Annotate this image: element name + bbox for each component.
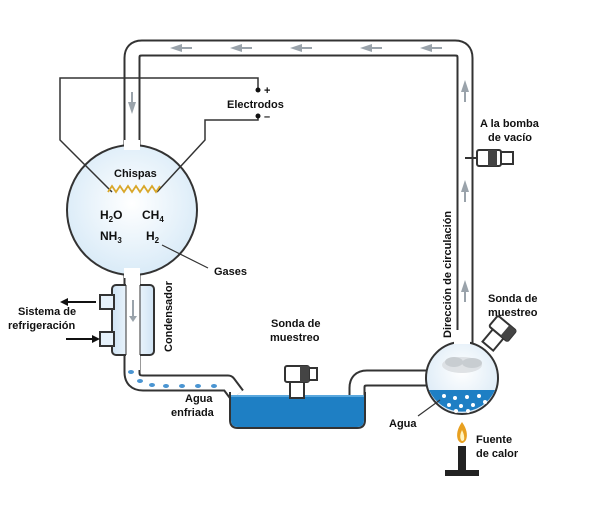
gases-leader bbox=[161, 244, 209, 269]
gases-label: Gases bbox=[214, 266, 247, 278]
electrode-negative-terminal bbox=[255, 113, 261, 119]
sparks-label: Chispas bbox=[114, 168, 157, 180]
burner bbox=[445, 422, 479, 476]
water-droplets-tube bbox=[128, 370, 217, 388]
sampling-probe-center-label-2: muestreo bbox=[270, 332, 320, 344]
electrode-wires bbox=[59, 77, 259, 193]
cooling-system-label-1: Sistema de bbox=[18, 306, 76, 318]
reaction-flask bbox=[66, 140, 198, 278]
vacuum-pump-label-2: de vacío bbox=[488, 132, 532, 144]
cooling-arrows bbox=[60, 298, 100, 343]
circulation-arrows bbox=[128, 44, 469, 302]
sampling-probe-right-label-1: Sonda de bbox=[488, 293, 538, 305]
minus-sign: – bbox=[264, 111, 270, 123]
condenser-label: Condensador bbox=[163, 280, 175, 352]
vacuum-valve bbox=[465, 149, 514, 167]
vacuum-pump-label-1: A la bomba bbox=[480, 118, 540, 130]
cooled-water-label-1: Agua bbox=[185, 393, 213, 405]
sampling-probe-right bbox=[481, 315, 517, 353]
spark-zigzag bbox=[107, 184, 161, 194]
formula-ch4: CH4 bbox=[142, 208, 164, 224]
formula-nh3: NH3 bbox=[100, 229, 122, 245]
water-bubbles bbox=[442, 394, 487, 413]
electrode-positive-terminal bbox=[255, 87, 261, 93]
cooled-water-label-2: enfriada bbox=[171, 407, 215, 419]
sampling-probe-center-label-1: Sonda de bbox=[271, 318, 321, 330]
electrodes-label: Electrodos bbox=[227, 99, 284, 111]
heat-source-label-1: Fuente bbox=[476, 434, 512, 446]
water-leader bbox=[417, 399, 441, 417]
formula-h2: H2 bbox=[146, 229, 160, 245]
circulation-direction-label: Dirección de circulación bbox=[442, 211, 454, 338]
heat-source-label-2: de calor bbox=[476, 448, 519, 460]
sampling-probe-right-label-2: muestreo bbox=[488, 307, 538, 319]
sampling-probe-center bbox=[284, 365, 318, 399]
condenser bbox=[99, 270, 155, 370]
cooling-system-label-2: refrigeración bbox=[8, 320, 76, 332]
water-label: Agua bbox=[389, 418, 417, 430]
formula-h2o: H2O bbox=[100, 208, 122, 224]
plus-sign: + bbox=[264, 85, 270, 97]
water-trough bbox=[229, 392, 366, 429]
